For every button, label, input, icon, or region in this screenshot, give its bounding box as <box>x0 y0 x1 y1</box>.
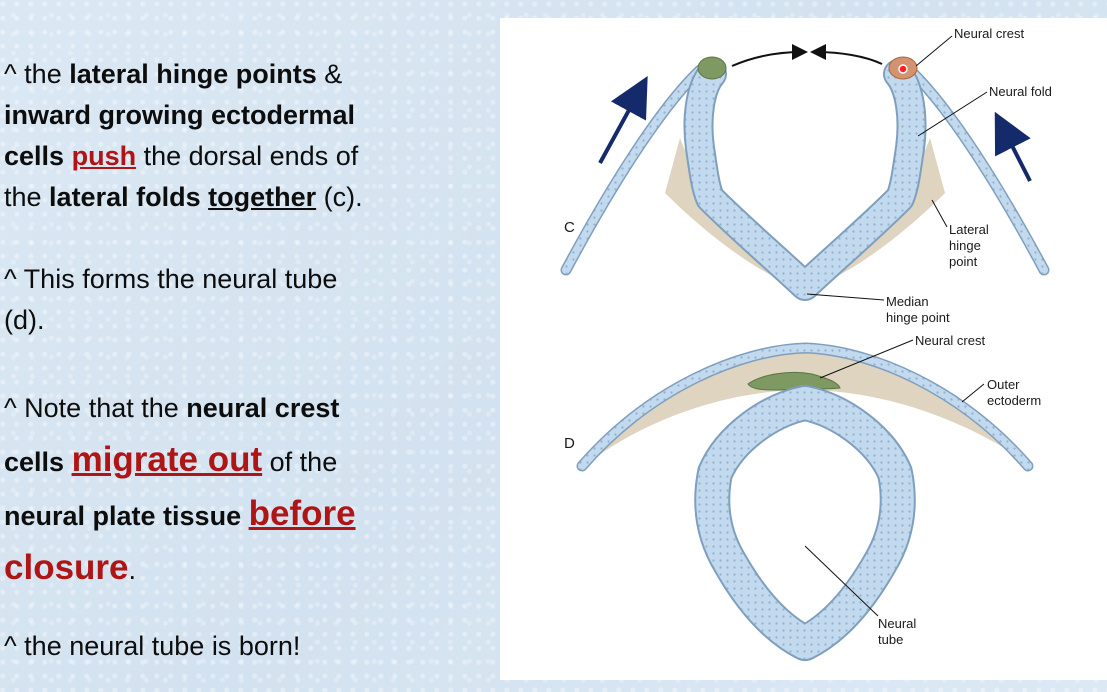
closure-arrow-left <box>731 44 808 67</box>
text-push: push <box>71 141 137 171</box>
paragraph-hinge-points: ^ the lateral hinge points & inward grow… <box>4 54 363 218</box>
label-neural-fold: Neural fold <box>989 84 1052 99</box>
text-line: ^ the neural tube is born! <box>4 631 301 661</box>
text-line: ^ This forms the neural tube <box>4 264 338 294</box>
panel-c-letter: C <box>564 219 575 236</box>
text-cells: cells <box>4 447 65 477</box>
neural-plate-c <box>683 59 927 301</box>
neural-crest-d <box>747 371 841 391</box>
leader-neural-crest-d <box>819 339 914 379</box>
text-line: (d). <box>4 305 45 335</box>
text-inward-growing: inward growing ectodermal <box>4 100 356 130</box>
label-neural-crest-top: Neural crest <box>954 26 1024 41</box>
label-lateral-1: Lateral <box>949 222 989 237</box>
text-run: (c). <box>316 182 363 212</box>
paragraph-neural-crest-note: ^ Note that the neural crest cells migra… <box>4 382 356 596</box>
text-run: the <box>4 182 50 212</box>
text-lateral-folds: lateral folds <box>49 182 201 212</box>
figure-svg: C Neural crest Neural fold Lateral hinge… <box>560 26 1052 661</box>
panel-d-letter: D <box>564 435 575 452</box>
leader-neural-tube <box>804 545 879 617</box>
label-lateral-3: point <box>949 254 978 269</box>
neural-tube-figure: C Neural crest Neural fold Lateral hinge… <box>500 18 1107 680</box>
label-lateral-2: hinge <box>949 238 981 253</box>
label-outer-2: ectoderm <box>987 393 1041 408</box>
label-median-2: hinge point <box>886 310 950 325</box>
text-run: ^ Note that the <box>4 393 187 423</box>
mesenchyme-d <box>595 348 1020 458</box>
cursor-marker <box>898 64 908 74</box>
text-closure: closure <box>4 548 129 587</box>
text-neural-plate-tissue: neural plate tissue <box>4 501 242 531</box>
text-run: & <box>316 59 343 89</box>
leader-neural-fold <box>917 91 988 137</box>
text-before: before <box>248 494 356 533</box>
mesenchyme-c <box>665 138 945 290</box>
neural-crest-left-c <box>697 56 727 80</box>
text-run: the dorsal ends of <box>136 141 359 171</box>
label-tube-1: Neural <box>878 616 916 631</box>
text-lateral-hinge-points: lateral hinge points <box>69 59 317 89</box>
text-together: together <box>208 182 317 212</box>
closure-arrow-right <box>810 44 883 65</box>
label-outer-1: Outer <box>987 377 1020 392</box>
label-neural-crest-d: Neural crest <box>915 333 985 348</box>
label-median-1: Median <box>886 294 929 309</box>
label-tube-2: tube <box>878 632 903 647</box>
leader-outer-ectoderm <box>961 383 985 403</box>
leader-lateral-hinge <box>931 199 948 228</box>
text-run: of the <box>262 447 338 477</box>
text-run: ^ the <box>4 59 70 89</box>
push-arrow-right <box>994 111 1032 182</box>
paragraph-tube-born: ^ the neural tube is born! <box>4 626 300 667</box>
text-neural-crest: neural crest <box>186 393 340 423</box>
leader-neural-crest <box>915 35 953 67</box>
paragraph-neural-tube-forms: ^ This forms the neural tube (d). <box>4 259 337 341</box>
text-cells: cells <box>4 141 65 171</box>
text-run: . <box>128 555 137 585</box>
text-migrate-out: migrate out <box>71 440 263 479</box>
leader-median-hinge <box>806 293 885 301</box>
push-arrow-left <box>598 75 648 164</box>
